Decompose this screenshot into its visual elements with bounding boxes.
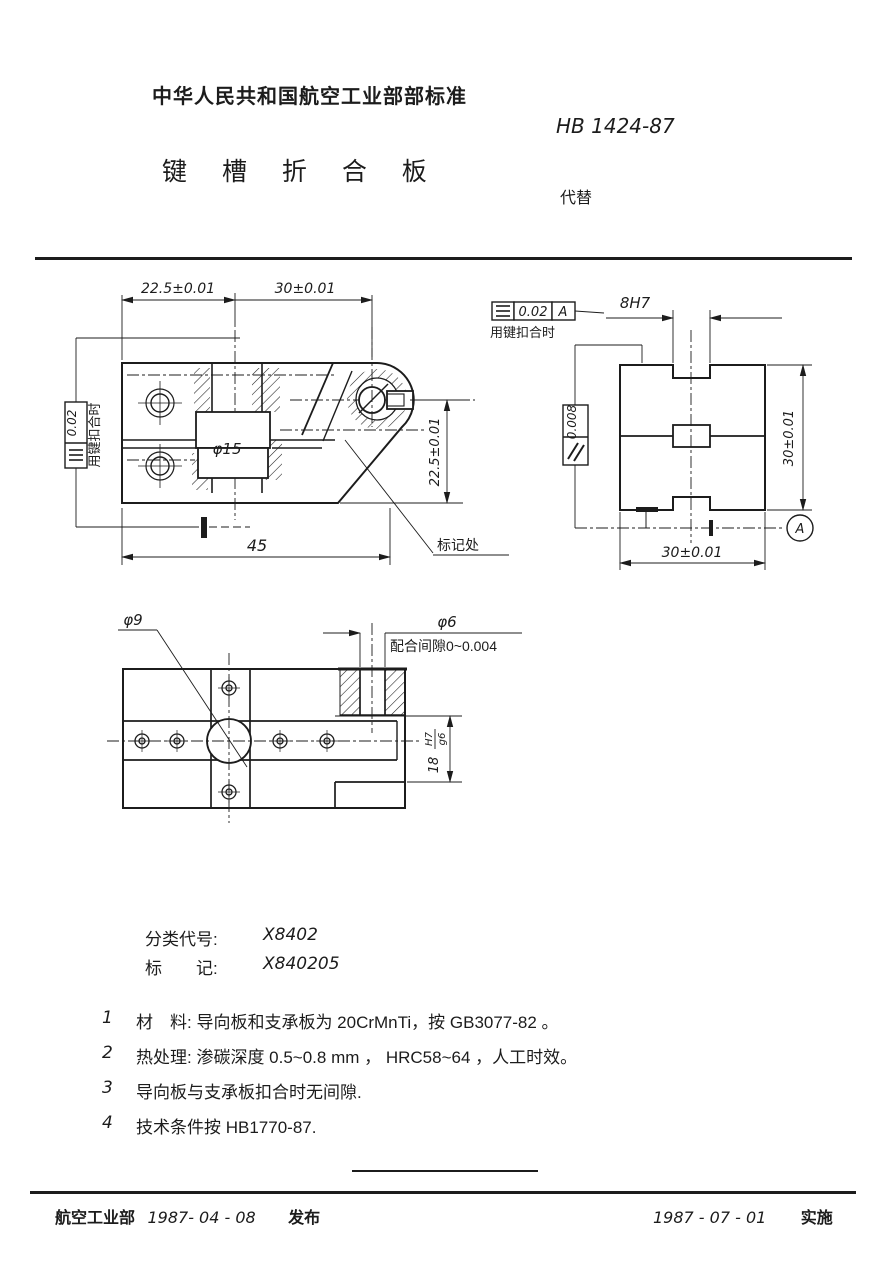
front-view-drawing: φ15 22.5±0.01 30±0.01 22.5±0.01 xyxy=(64,281,509,565)
footer-effective-label: 实施 xyxy=(800,1210,833,1227)
footer-issue: 航空工业部 1987- 04 - 08 发布 xyxy=(55,1204,320,1228)
marking-code-row: 标 记: X840205 xyxy=(145,954,340,979)
screw-holes xyxy=(131,677,338,803)
dim-phi9-callout: φ9 xyxy=(118,611,248,768)
key-slot-middle xyxy=(672,424,711,448)
footer-divider xyxy=(30,1191,856,1194)
dim-45: 45 xyxy=(247,536,267,555)
screw-hole xyxy=(166,730,188,752)
symmetry-tolerance-frame-A: 0.02 A 用键扣合时 xyxy=(490,301,605,340)
classification-code-value: X8402 xyxy=(263,925,318,945)
parallelism-tolerance-frame: 0.008 xyxy=(562,344,643,528)
footer-issuer: 航空工业部 xyxy=(55,1210,136,1227)
datum-A-callout: A xyxy=(575,507,814,542)
top-view-body xyxy=(107,653,420,823)
marking-code-label: 标 记: xyxy=(145,959,218,978)
screw-hole xyxy=(218,781,240,803)
classification-code-row: 分类代号: X8402 xyxy=(145,925,318,950)
supersede-label: 代替 xyxy=(560,190,593,207)
technical-notes: 1 材 料: 导向板和支承板为 20CrMnTi，按 GB3077-82 。 2… xyxy=(102,1008,577,1148)
standard-issuer-title: 中华人民共和国航空工业部部标准 xyxy=(152,86,467,108)
note-item: 3 导向板与支承板扣合时无间隙. xyxy=(102,1078,577,1103)
dim-bore-18: 18 H7 g6 xyxy=(407,715,462,783)
dim-8H7-label: 8H7 xyxy=(620,294,651,312)
note-number: 3 xyxy=(102,1078,113,1098)
top-view-drawing: φ6 配合间隙0~0.004 18 H7 g6 φ9 xyxy=(107,611,522,823)
mount-hole-lower xyxy=(138,444,182,488)
footer-issue-label: 发布 xyxy=(288,1210,321,1227)
datum-A-label: A xyxy=(795,522,805,537)
section-tick xyxy=(201,517,207,538)
standard-number: HB 1424-87 xyxy=(556,114,675,138)
symmetry-tolerance-value: 0.02 xyxy=(519,305,548,320)
tolerance-datum-ref: A xyxy=(558,305,568,320)
parallelism-icon xyxy=(567,442,585,462)
symmetry-icon xyxy=(69,449,83,461)
notes-end-divider xyxy=(352,1170,538,1172)
section-tick xyxy=(709,520,713,536)
fit-numerator: H7 xyxy=(424,731,435,746)
dim-phi6: φ6 配合间隙0~0.004 xyxy=(323,613,522,667)
footer-effective-date: 1987 - 07 - 01 xyxy=(653,1208,767,1227)
parallelism-tolerance-value: 0.008 xyxy=(565,404,579,439)
front-view-body xyxy=(121,330,475,520)
dim-22-5-top: 22.5±0.01 xyxy=(141,281,215,297)
symmetry-tolerance-value: 0.02 xyxy=(65,410,79,437)
side-view-body xyxy=(619,330,766,543)
note-number: 1 xyxy=(102,1008,113,1028)
symmetry-tolerance-frame: 0.02 用键扣合时 xyxy=(64,337,240,527)
datum-surface-mark xyxy=(636,507,658,512)
hinge-bolt xyxy=(358,327,414,427)
note-item: 2 热处理: 渗碳深度 0.5~0.8 mm ， HRC58~64 ，人工时效。 xyxy=(102,1043,577,1068)
pin-hole-counterbore xyxy=(335,623,462,733)
dim-30-right: 30±0.01 xyxy=(782,410,797,466)
dim-top: 22.5±0.01 30±0.01 xyxy=(121,281,373,360)
screw-hole xyxy=(316,730,338,752)
symmetry-icon xyxy=(496,305,510,317)
classification-code-label: 分类代号: xyxy=(145,930,218,949)
page-title: 键 槽 折 合 板 xyxy=(162,158,441,186)
marking-code-value: X840205 xyxy=(263,954,340,974)
hinge-pin-boss: φ15 xyxy=(192,363,282,493)
note-number: 4 xyxy=(102,1113,113,1133)
footer-issue-date: 1987- 04 - 08 xyxy=(147,1208,256,1227)
dim-phi6-label: φ6 xyxy=(437,613,456,631)
dim-slot-8H7: 8H7 xyxy=(606,294,782,363)
fit-denominator: g6 xyxy=(437,733,448,746)
header-divider xyxy=(35,257,852,260)
note-text: 热处理: 渗碳深度 0.5~0.8 mm ， HRC58~64 ，人工时效。 xyxy=(136,1048,578,1067)
dim-22-5-right: 22.5±0.01 xyxy=(428,418,443,487)
mount-hole-upper xyxy=(138,381,182,425)
dim-30-top: 30±0.01 xyxy=(275,281,336,297)
note-item: 1 材 料: 导向板和支承板为 20CrMnTi，按 GB3077-82 。 xyxy=(102,1008,577,1033)
tolerance-condition-note: 用键扣合时 xyxy=(87,402,102,467)
tolerance-condition-note: 用键扣合时 xyxy=(490,325,555,340)
note-text: 导向板与支承板扣合时无间隙. xyxy=(136,1083,362,1102)
marking-spot-label: 标记处 xyxy=(437,537,479,553)
screw-hole xyxy=(218,677,240,699)
note-text: 材 料: 导向板和支承板为 20CrMnTi，按 GB3077-82 。 xyxy=(136,1013,559,1032)
fit-clearance-note: 配合间隙0~0.004 xyxy=(390,638,497,654)
note-text: 技术条件按 HB1770-87. xyxy=(136,1118,317,1137)
dim-height: 22.5±0.01 xyxy=(340,399,463,504)
dim-overall-length: 45 xyxy=(76,508,391,565)
note-number: 2 xyxy=(102,1043,113,1063)
dim-18-value: 18 xyxy=(427,757,442,774)
dim-width-30: 30±0.01 xyxy=(619,512,766,570)
dim-30-bottom: 30±0.01 xyxy=(662,545,723,561)
screw-hole xyxy=(131,730,153,752)
screw-hole xyxy=(269,730,291,752)
dim-height-30: 30±0.01 xyxy=(767,364,812,511)
note-item: 4 技术条件按 HB1770-87. xyxy=(102,1113,577,1138)
dim-phi9-label: φ9 xyxy=(123,611,142,629)
side-view-drawing: 8H7 0.02 A 用键扣合时 xyxy=(490,294,814,570)
footer-effective: 1987 - 07 - 01 实施 xyxy=(645,1204,833,1228)
pin-diameter-label: φ15 xyxy=(213,440,242,458)
marking-spot-callout: 标记处 xyxy=(344,439,509,556)
